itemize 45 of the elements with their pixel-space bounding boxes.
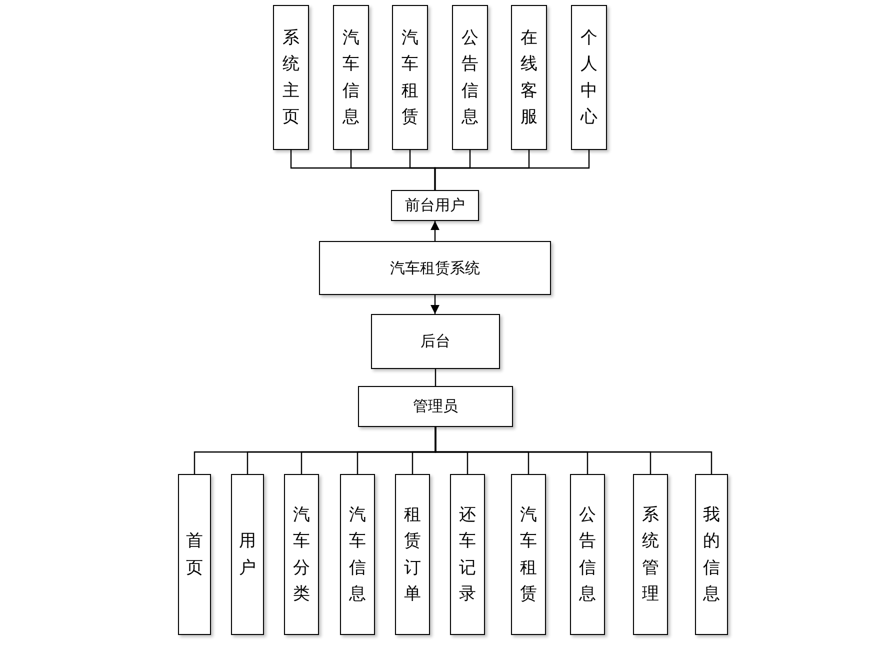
node-label: 汽车租赁 [520, 504, 537, 606]
node-label: 首页 [186, 530, 203, 580]
node-label: 还车记录 [459, 504, 476, 606]
node-label: 后台 [420, 332, 450, 351]
menu-box [178, 474, 211, 635]
node-label: 公告信息 [579, 504, 596, 606]
node-label: 汽车租赁 [402, 26, 418, 129]
node-label: 个人中心 [580, 26, 598, 129]
process-box [319, 241, 551, 295]
menu-box [452, 5, 488, 150]
menu-box [511, 474, 546, 635]
menu-box [395, 474, 430, 635]
menu-box [340, 474, 375, 635]
node-label: 汽车信息 [349, 504, 366, 606]
node-label: 汽车分类 [293, 504, 310, 606]
connector-line [434, 150, 590, 190]
menu-box [231, 474, 264, 635]
node-label: 汽车信息 [342, 26, 360, 129]
menu-box [392, 5, 428, 150]
menu-box [450, 474, 485, 635]
arrow [430, 295, 440, 314]
menu-box [333, 5, 369, 150]
node-label: 租赁订单 [404, 504, 421, 606]
node-label: 用户 [239, 530, 256, 580]
process-box [391, 190, 479, 221]
process-box [358, 386, 513, 427]
node-label: 汽车租赁系统 [390, 258, 480, 278]
menu-box [571, 5, 607, 150]
menu-box [633, 474, 668, 635]
menu-box [511, 5, 547, 150]
arrow [430, 221, 440, 241]
menu-box [570, 474, 605, 635]
node-label: 系统管理 [642, 504, 659, 606]
menu-box [273, 5, 309, 150]
node-label: 管理员 [413, 397, 458, 416]
connector-line [434, 369, 436, 386]
menu-box [695, 474, 728, 635]
node-label: 前台用户 [405, 196, 465, 215]
node-label: 系统主页 [282, 26, 300, 129]
process-box [371, 314, 500, 369]
menu-box [284, 474, 319, 635]
node-label: 我的信息 [703, 504, 720, 606]
node-label: 在线客服 [520, 26, 538, 129]
connector-line [434, 427, 712, 474]
node-label: 公告信息 [462, 26, 478, 129]
